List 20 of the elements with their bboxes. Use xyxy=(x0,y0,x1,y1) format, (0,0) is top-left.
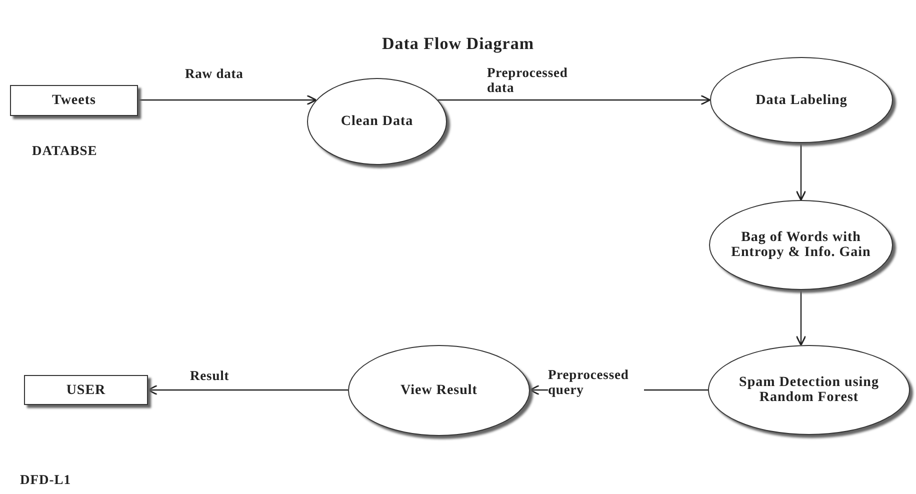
edge-label: Result xyxy=(190,368,230,383)
node-label: Bag of Words with Entropy & Info. Gain xyxy=(730,230,872,260)
node-label: View Result xyxy=(400,383,478,398)
arrow xyxy=(147,384,348,396)
node-label: Clean Data xyxy=(340,114,414,129)
diagram-title: Data Flow Diagram xyxy=(380,34,536,54)
edge-label: Raw data xyxy=(185,66,244,81)
node-label: Spam Detection using Random Forest xyxy=(738,375,880,405)
node-caption: DATABSE xyxy=(32,143,98,159)
entity-box xyxy=(24,375,148,405)
arrow xyxy=(438,94,711,106)
node-label: USER xyxy=(65,382,107,398)
arrow xyxy=(796,143,806,201)
node-label: Data Labeling xyxy=(754,92,848,108)
arrow xyxy=(138,94,317,106)
node-label: Tweets xyxy=(51,93,97,108)
edge-label: Preprocessed query xyxy=(548,367,644,397)
diagram-label: DFD-L1 xyxy=(20,472,71,488)
entity-box xyxy=(10,85,138,116)
arrow xyxy=(796,290,806,346)
